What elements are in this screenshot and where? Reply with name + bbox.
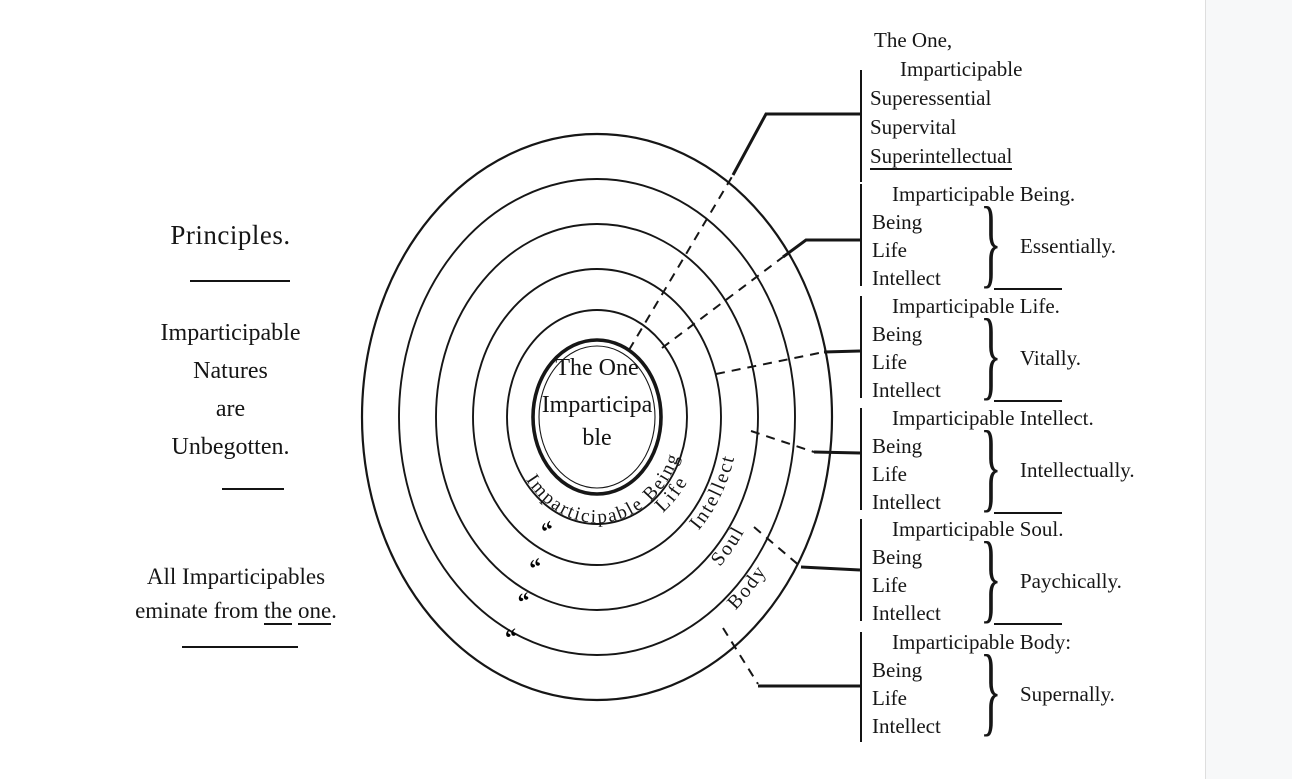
group-adverb: Supernally. [1020, 682, 1115, 706]
concentric-circles-diagram: The One Imparticipa ble Imparticipable B… [360, 112, 861, 702]
group-adverb: Essentially. [1020, 234, 1117, 258]
ring-body [360, 132, 834, 702]
ring-life [472, 268, 722, 566]
connector-solid-soul [800, 565, 861, 572]
underlined-word: Superintellectual [870, 144, 1013, 170]
divider [190, 280, 290, 282]
ring-label-soul: Soul [707, 522, 750, 570]
note-line: eminate from the one. [126, 594, 346, 628]
divider [994, 288, 1062, 290]
brace-glyph: } [980, 298, 1002, 409]
unbegotten-statement: Imparticipable Natures are Unbegotten. [148, 314, 313, 466]
connector-solid-one [731, 112, 860, 176]
the-one-line: The One, [874, 28, 953, 52]
connector-dashed-intellect [750, 430, 815, 453]
divider [994, 400, 1062, 402]
inner-circle-inner [538, 345, 656, 489]
term: Being [872, 434, 923, 458]
connector-dashed-life [715, 351, 825, 375]
group-heading: Imparticipable Soul. [892, 517, 1064, 541]
connector-solid-intellect [813, 450, 861, 455]
brace-glyph: } [980, 410, 1002, 521]
ditto-mark: “ [503, 624, 520, 652]
term: Intellect [872, 714, 941, 738]
ring-soul [398, 178, 796, 656]
group-heading: Imparticipable Body: [892, 630, 1072, 654]
emanation-note: All Imparticipables eminate from the one… [126, 560, 346, 628]
statement-line: are [215, 396, 246, 422]
term: Being [872, 545, 923, 569]
term: Life [872, 686, 907, 710]
connector-dashed-being [661, 256, 784, 349]
center-label-line: ble [582, 425, 611, 451]
statement-line: Imparticipable [160, 320, 301, 346]
brace-glyph: } [980, 521, 1002, 632]
note-line: All Imparticipables [146, 564, 326, 589]
term: Being [872, 210, 923, 234]
group-heading: Imparticipable Being. [892, 182, 1076, 206]
the-one-line: Imparticipable [900, 57, 1023, 81]
brace-glyph: } [980, 186, 1002, 297]
block-bracket-bar [860, 519, 862, 621]
principles-title: Principles. [170, 220, 291, 250]
group-heading: Imparticipable Life. [892, 294, 1060, 318]
ring-intellect [435, 223, 759, 611]
term: Intellect [872, 266, 941, 290]
the-one-line: Supervital [870, 115, 957, 139]
group-heading: Imparticipable Intellect. [892, 406, 1094, 430]
note-prefix: eminate from [135, 598, 265, 623]
note-suffix: . [331, 598, 337, 623]
connector-dashed-body [722, 627, 759, 685]
term: Intellect [872, 601, 941, 625]
underlined-word: one [297, 598, 332, 625]
block-bracket-bar [860, 184, 862, 286]
ring-label-soul-text: Soul [707, 522, 748, 570]
term: Being [872, 322, 923, 346]
connector-lines [628, 112, 861, 688]
group-adverb: Paychically. [1020, 569, 1122, 593]
group-adverb: Intellectually. [1020, 458, 1135, 482]
ring-label-body: Body [723, 561, 771, 614]
divider [222, 488, 284, 490]
center-label-line: The One [555, 355, 638, 381]
term: Being [872, 658, 923, 682]
ring-being [506, 309, 688, 525]
ditto-mark: “ [527, 554, 547, 583]
underlined-word: the [264, 598, 293, 625]
inner-circle-outer [531, 338, 663, 496]
divider [994, 623, 1062, 625]
the-one-line: Superessential [870, 86, 992, 110]
block-bracket-bar [860, 296, 862, 398]
term: Life [872, 238, 907, 262]
block-bracket-bar [860, 408, 862, 510]
page-edge-strip [1205, 0, 1292, 779]
center-label-line: Imparticipa [542, 392, 653, 418]
term: Life [872, 462, 907, 486]
term: Life [872, 573, 907, 597]
statement-line: Unbegotten. [171, 434, 290, 460]
block-bracket-bar [860, 70, 862, 182]
divider [182, 646, 298, 648]
the-one-line: Superintellectual [870, 144, 1013, 170]
brace-glyph: } [980, 634, 1002, 745]
term: Intellect [872, 490, 941, 514]
statement-line: Natures [193, 358, 268, 384]
ditto-mark: “ [538, 517, 560, 546]
ring-label-body-text: Body [723, 561, 769, 614]
connector-dashed-one [628, 174, 734, 351]
connector-dashed-soul [753, 526, 802, 568]
term: Life [872, 350, 907, 374]
block-bracket-bar [860, 632, 862, 742]
group-adverb: Vitally. [1020, 346, 1081, 370]
connector-solid-life [823, 349, 861, 354]
connector-solid-being [782, 238, 860, 259]
divider [994, 512, 1062, 514]
term: Intellect [872, 378, 941, 402]
